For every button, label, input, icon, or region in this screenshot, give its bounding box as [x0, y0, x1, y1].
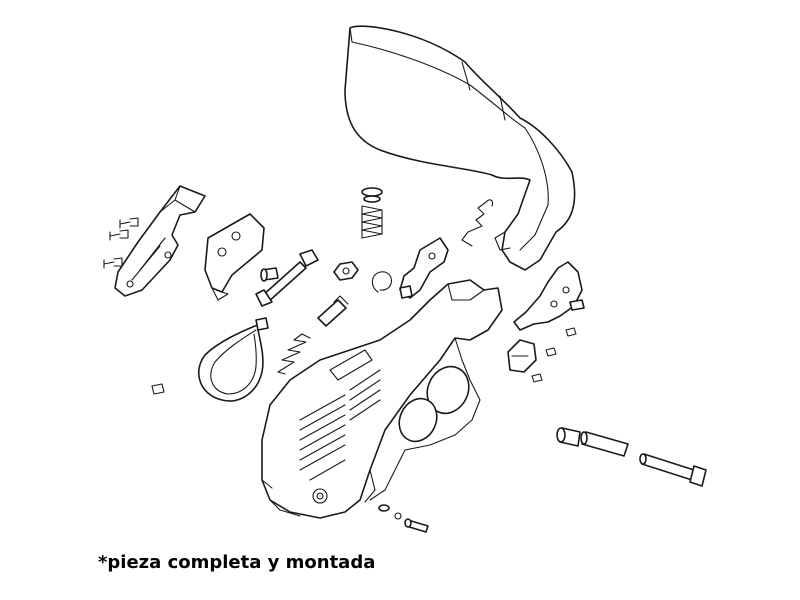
caption-note: *pieza completa y montada [98, 552, 376, 573]
toggle-block [507, 339, 537, 373]
outer-plate [204, 213, 265, 301]
coil-spring [277, 333, 311, 375]
small-pin-left [151, 383, 165, 395]
small-pins-right [531, 327, 577, 383]
spacer-rod [580, 431, 629, 457]
hand-guard [344, 25, 576, 271]
guard-spring [461, 199, 494, 247]
tension-bolt [255, 249, 319, 307]
hex-nut [333, 261, 359, 281]
stud [260, 267, 279, 282]
sleeve [556, 427, 581, 447]
guide-plate [114, 185, 206, 297]
spring-clip [371, 271, 392, 293]
linkage-right [513, 261, 585, 331]
brake-band [197, 317, 269, 402]
long-bolt [639, 453, 707, 487]
screws-left [103, 217, 139, 269]
washer-bolt-bottom [378, 504, 429, 533]
compression-spring [361, 187, 383, 239]
tensioner-pin [317, 295, 349, 327]
brake-lever [399, 237, 449, 299]
clutch-cover [261, 279, 503, 519]
